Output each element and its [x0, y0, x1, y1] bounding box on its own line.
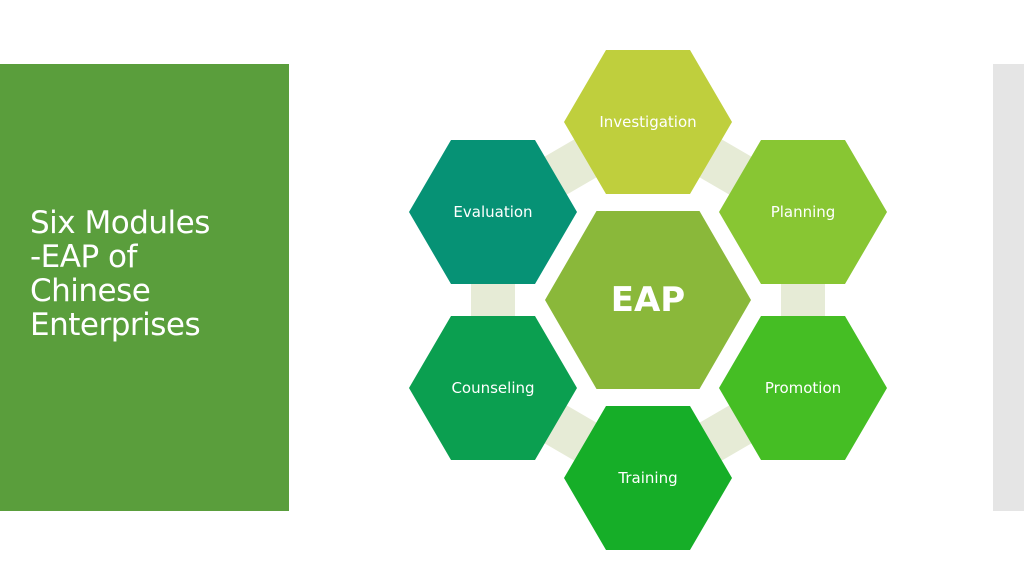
module-hexagon — [409, 140, 577, 284]
center-label: EAP — [611, 280, 685, 320]
module-hexagon — [564, 406, 732, 550]
module-planning: Planning — [719, 140, 887, 284]
module-promotion: Promotion — [719, 316, 887, 460]
title-line: Six Modules — [30, 205, 210, 241]
title-panel: Six Modules -EAP of Chinese Enterprises — [0, 64, 289, 511]
module-label: Evaluation — [453, 203, 532, 221]
module-hexagon — [719, 140, 887, 284]
module-hexagon — [409, 316, 577, 460]
module-training: Training — [564, 406, 732, 550]
module-label: Promotion — [765, 379, 841, 397]
title-line: Chinese — [30, 273, 151, 309]
right-side-panel — [993, 64, 1024, 511]
title-line: -EAP of — [30, 239, 137, 275]
module-counseling: Counseling — [409, 316, 577, 460]
module-label: Counseling — [451, 379, 534, 397]
module-label: Planning — [771, 203, 836, 221]
module-hexagon — [719, 316, 887, 460]
module-label: Training — [617, 469, 677, 487]
module-evaluation: Evaluation — [409, 140, 577, 284]
center-hexagon-group: EAP — [541, 207, 755, 393]
title-line: Enterprises — [30, 307, 201, 343]
module-hexagon — [564, 50, 732, 194]
module-label: Investigation — [599, 113, 696, 131]
module-investigation: Investigation — [564, 50, 732, 194]
center-hexagon — [545, 211, 751, 389]
slide-title: Six Modules -EAP of Chinese Enterprises — [30, 206, 275, 342]
